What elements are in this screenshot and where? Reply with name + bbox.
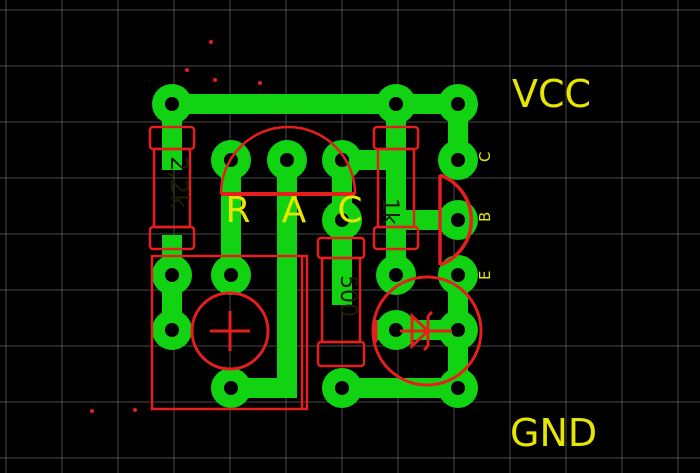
zener-diode-icon: [374, 310, 452, 352]
regulator-pin-r: R: [225, 190, 250, 231]
pad: [376, 84, 416, 124]
pad: [376, 310, 416, 350]
transistor-outline: [438, 173, 473, 267]
net-label-gnd: GND: [510, 411, 597, 455]
pad: [267, 140, 307, 180]
pad: [438, 140, 478, 180]
regulator-pin-c: C: [337, 190, 362, 231]
transistor-pin-b: B: [476, 212, 494, 222]
polarized-capacitor-icon: [190, 291, 270, 371]
pad: [152, 255, 192, 295]
pad: [322, 368, 362, 408]
copper-traces: [162, 94, 468, 398]
pad: [438, 368, 478, 408]
pad: [438, 200, 478, 240]
r2-value-label: 1k: [377, 198, 402, 225]
regulator-pin-a: A: [282, 190, 307, 231]
r1-value-label: 2,2k: [165, 156, 193, 208]
pads: [152, 84, 478, 408]
capacitor-outline: [150, 254, 309, 411]
pad: [322, 200, 362, 240]
pad: [376, 255, 416, 295]
resistor-r1-outline: [148, 125, 196, 251]
resistor-r2-outline: [372, 125, 420, 251]
net-label-vcc: VCC: [512, 72, 591, 116]
pad: [211, 368, 251, 408]
pad: [438, 310, 478, 350]
pad: [152, 310, 192, 350]
regulator-outline: [219, 125, 357, 196]
pad: [438, 255, 478, 295]
pot-value-label: 500: [335, 275, 360, 317]
silkscreen: [148, 125, 483, 411]
transistor-pin-e: E: [476, 271, 494, 280]
potentiometer-outline: [316, 236, 366, 368]
pad: [152, 84, 192, 124]
transistor-pin-c: C: [476, 152, 494, 162]
pad: [438, 84, 478, 124]
pad: [211, 255, 251, 295]
stray-markers: [90, 40, 262, 413]
pad: [322, 140, 362, 180]
diode-outline: [371, 275, 483, 387]
